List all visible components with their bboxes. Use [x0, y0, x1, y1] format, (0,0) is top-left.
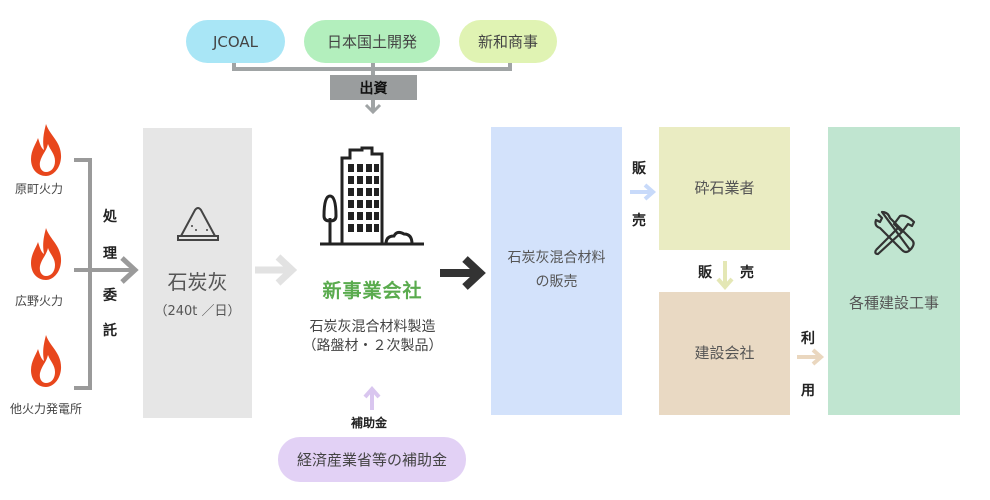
subsidy-label: 補助金 [351, 416, 388, 430]
plant-other: 他火力発電所 [10, 402, 83, 416]
investor-shinwa: 新和商事 [459, 20, 557, 63]
plant-hirono: 広野火力 [15, 294, 64, 308]
subsidy-source: 経済産業省等の補助金 [278, 437, 466, 482]
company-desc-line1: 石炭灰混合材料製造 [309, 319, 436, 335]
tools-icon [874, 210, 916, 256]
construction-works-box: 各種建設工事 [828, 127, 960, 415]
coal-ash-amount: （240t ／日） [154, 304, 241, 319]
coal-ash-box: 石炭灰 （240t ／日） [143, 128, 252, 418]
office-building-icon [320, 146, 424, 246]
construction-company-box: 建設会社 [659, 292, 790, 415]
flame-icon [31, 228, 62, 280]
sales-box: 石炭灰混合材料 の販売 [491, 127, 622, 415]
flame-icon [31, 335, 62, 387]
sales-line2: の販売 [535, 274, 578, 290]
investment-label: 出資 [330, 75, 417, 100]
sell2-char: 売 [740, 265, 754, 281]
coal-ash-title: 石炭灰 [167, 270, 228, 294]
crusher-box: 砕石業者 [659, 127, 790, 250]
consignment-char: 処 [103, 209, 117, 225]
consignment-char: 委 [103, 288, 117, 304]
sell-char: 売 [632, 213, 646, 229]
sales-line1: 石炭灰混合材料 [507, 250, 606, 267]
company-title: 新事業会社 [322, 280, 423, 302]
ash-pile-icon [177, 207, 219, 241]
sell2-char: 販 [698, 265, 712, 281]
use-char: 利 [801, 331, 815, 347]
investor-jcoal: JCOAL [186, 20, 285, 63]
flame-icon [31, 124, 62, 176]
sell-char: 販 [632, 161, 646, 177]
company-desc-line2: （路盤材・２次製品） [302, 338, 443, 354]
construction-works-label: 各種建設工事 [848, 294, 939, 312]
investor-nihon-kokudo: 日本国土開発 [304, 20, 440, 63]
use-char: 用 [801, 383, 815, 399]
plant-haramachi: 原町火力 [15, 182, 64, 196]
consignment-char: 理 [103, 246, 117, 262]
consignment-char: 託 [103, 323, 117, 339]
